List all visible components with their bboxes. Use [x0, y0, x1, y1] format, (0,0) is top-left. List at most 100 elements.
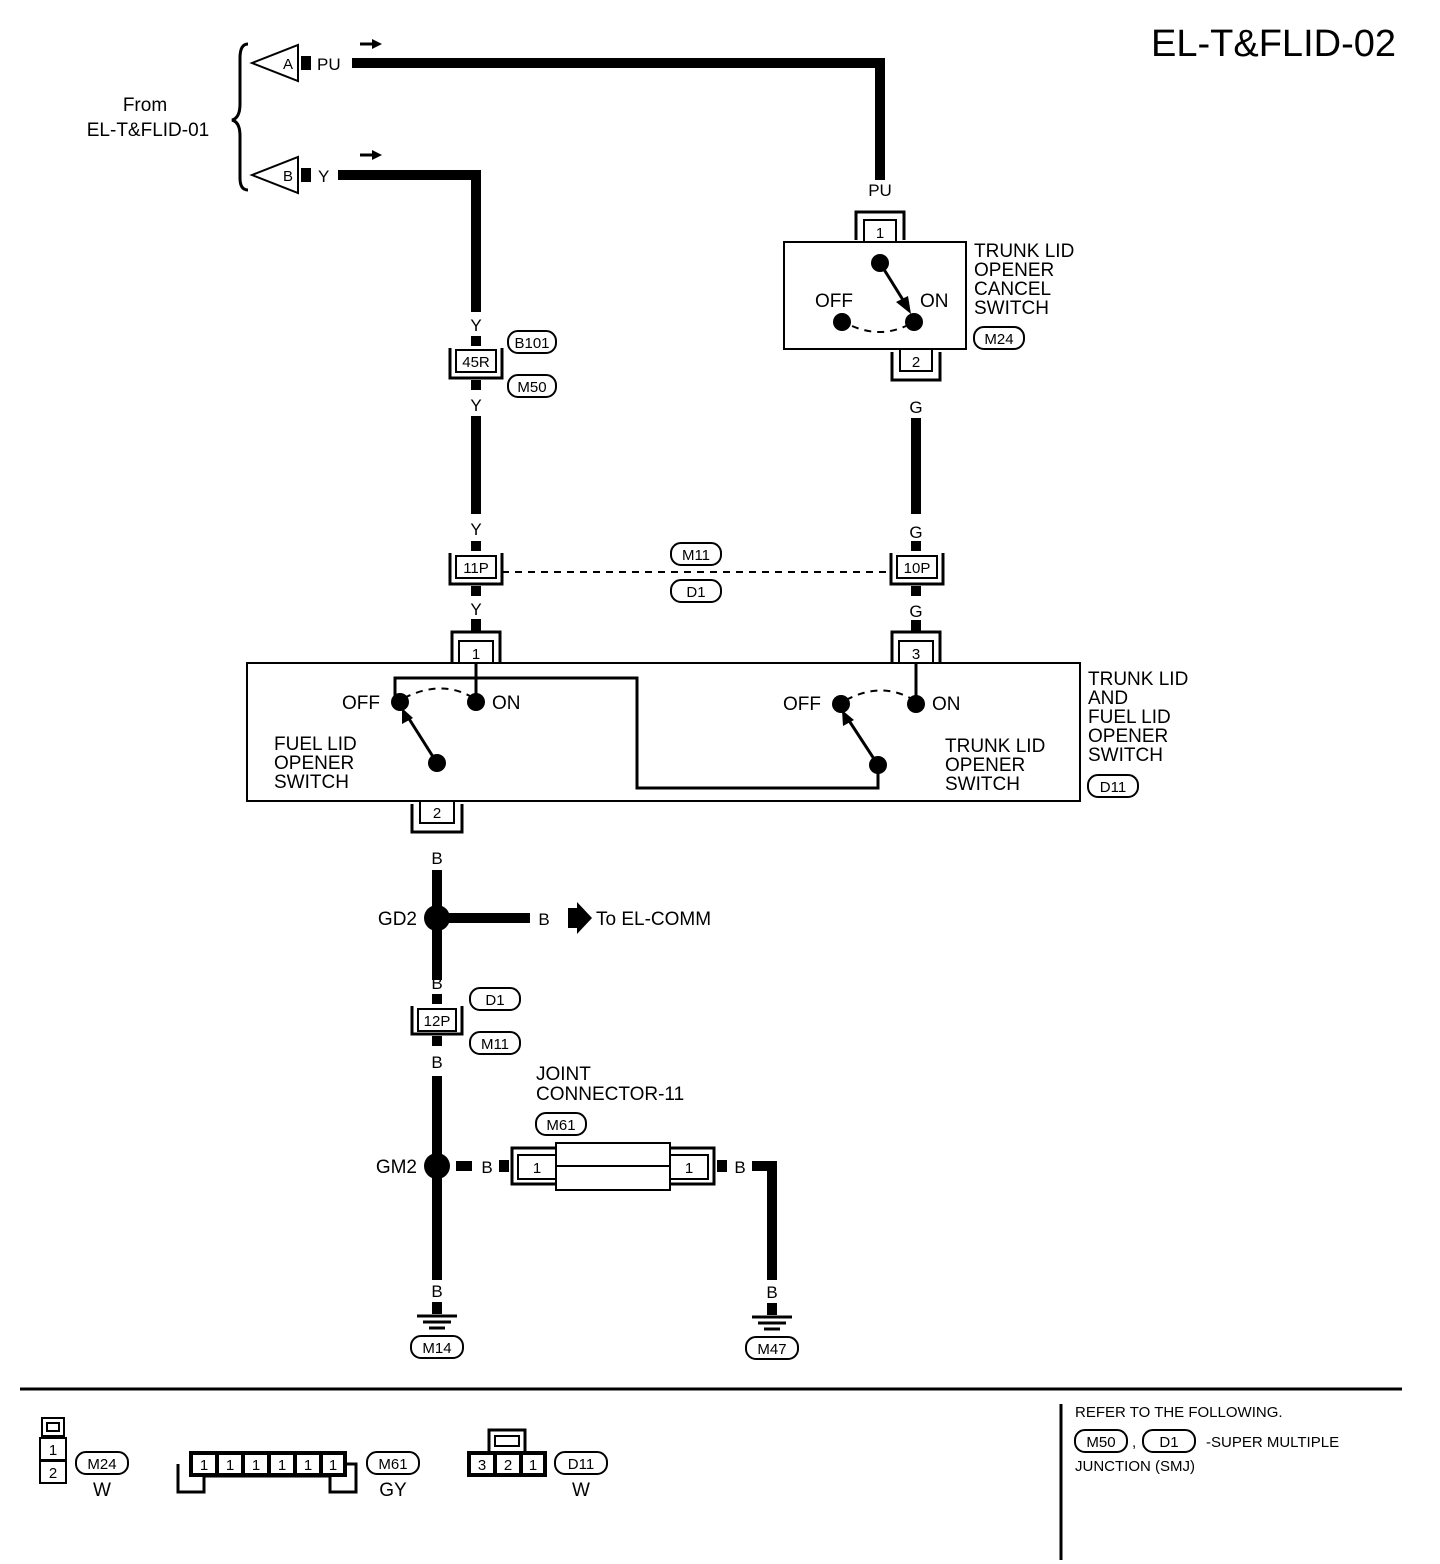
- fuel-switch-name-2: OPENER: [274, 753, 354, 774]
- cancel-switch-name-2: OPENER: [974, 260, 1054, 281]
- cancel-switch-pin-top: 1: [876, 225, 884, 242]
- cancel-switch-name-3: CANCEL: [974, 279, 1051, 300]
- legend-m61-pin-5: 1: [304, 1457, 312, 1474]
- input-b-letter: B: [283, 168, 293, 185]
- refer-code1: M50: [1086, 1434, 1115, 1451]
- from-sheet-label: EL-T&FLID-01: [87, 120, 209, 141]
- input-b-terminal: B Y: [249, 150, 382, 195]
- main-switch-name-5: SWITCH: [1088, 745, 1163, 766]
- wire-y-top: [338, 170, 481, 312]
- main-switch-name-4: OPENER: [1088, 726, 1168, 747]
- legend-d11-pin-3: 3: [478, 1457, 486, 1474]
- trunk-switch-off: OFF: [783, 694, 821, 715]
- legend-m24: 1 2 M24 W: [39, 1417, 129, 1501]
- main-switch-pin2: 2: [433, 805, 441, 822]
- legend-m61-code: M61: [378, 1456, 407, 1473]
- cancel-switch-off: OFF: [815, 291, 853, 312]
- legend-d11-pin-1: 1: [529, 1457, 537, 1474]
- wire-pu-label: PU: [868, 181, 892, 200]
- connector-10p: 10P: [889, 541, 945, 596]
- splice-gd2-label: GD2: [378, 909, 417, 930]
- ground-m14-code: M14: [422, 1340, 451, 1357]
- legend-m61-pin-1: 1: [200, 1457, 208, 1474]
- trunk-switch-name-3: SWITCH: [945, 774, 1020, 795]
- legend-m24-color: W: [93, 1480, 111, 1501]
- connector-11p: 11P: [448, 541, 504, 596]
- joint-pin-right: 1: [685, 1160, 693, 1177]
- legend-m61-pin-2: 1: [226, 1457, 234, 1474]
- refer-line3: JUNCTION (SMJ): [1075, 1458, 1195, 1475]
- wire-g-label-2: G: [909, 523, 922, 542]
- connector-10p-label: 10P: [904, 560, 931, 577]
- connector-45r-code1: B101: [514, 335, 549, 352]
- cancel-switch: 1 OFF ON 2 TRUNK LID OPENER CANCEL SWITC…: [783, 210, 1074, 382]
- wire-b-label-3: B: [431, 974, 442, 993]
- splice-gm2: GM2 B: [376, 1153, 493, 1179]
- legend-m24-pin1: 1: [49, 1442, 57, 1459]
- diagram-title: EL-T&FLID-02: [1151, 23, 1396, 65]
- legend-d11: 3 2 1 D11 W: [467, 1428, 608, 1501]
- connector-45r-code2: M50: [517, 379, 546, 396]
- connector-12p-label: 12P: [424, 1013, 451, 1030]
- wire-b-label-2: B: [538, 910, 549, 929]
- trunk-switch-on: ON: [932, 694, 961, 715]
- pair-code-top: M11: [682, 547, 710, 564]
- refer-line1: REFER TO THE FOLLOWING.: [1075, 1404, 1283, 1421]
- wire-g-label-3: G: [909, 602, 922, 621]
- wire-b-label-6: B: [734, 1158, 745, 1177]
- legend-m24-code: M24: [87, 1456, 116, 1473]
- connector-12p-code2: M11: [481, 1036, 509, 1053]
- main-switch: 1 3 OFF ON FUEL LID OPENER SWITCH OFF ON…: [246, 630, 1188, 834]
- legend-m61-pin-6: 1: [329, 1457, 337, 1474]
- wire-b-label-8: B: [766, 1283, 777, 1302]
- cancel-switch-code: M24: [984, 331, 1013, 348]
- fuel-switch-off: OFF: [342, 693, 380, 714]
- joint-pin-left: 1: [533, 1160, 541, 1177]
- splice-gd2: GD2 B To EL-COMM: [378, 902, 711, 934]
- connector-12p: 12P D1 M11: [410, 987, 521, 1055]
- arrow-right-icon: [568, 902, 592, 934]
- main-switch-pin1: 1: [472, 646, 480, 663]
- fuel-switch-name-1: FUEL LID: [274, 734, 357, 755]
- input-a-letter: A: [283, 56, 293, 73]
- connector-45r: 45R B101 M50: [448, 330, 557, 398]
- wire-y-label-1: Y: [470, 316, 481, 335]
- wire-y-label-2: Y: [470, 396, 481, 415]
- wire-y-label-4: Y: [470, 600, 481, 619]
- main-switch-pin3: 3: [912, 646, 920, 663]
- wire-b-label-4: B: [431, 1053, 442, 1072]
- cancel-switch-on: ON: [920, 291, 949, 312]
- main-switch-name-1: TRUNK LID: [1088, 669, 1188, 690]
- to-el-comm: To EL-COMM: [596, 909, 711, 930]
- pair-code-bottom: D1: [686, 584, 705, 601]
- legend-d11-code: D11: [568, 1456, 594, 1473]
- input-b-color: Y: [318, 167, 329, 186]
- legend-d11-color: W: [572, 1480, 590, 1501]
- legend-d11-pin-2: 2: [504, 1457, 512, 1474]
- cancel-switch-name-1: TRUNK LID: [974, 241, 1074, 262]
- refer-code2: D1: [1159, 1434, 1178, 1451]
- cancel-switch-name-4: SWITCH: [974, 298, 1049, 319]
- main-switch-name-3: FUEL LID: [1088, 707, 1171, 728]
- connector-11p-label: 11P: [463, 560, 489, 577]
- cancel-switch-pin-bottom: 2: [912, 354, 920, 371]
- wire-g-label-1: G: [909, 398, 922, 417]
- main-switch-name-2: AND: [1088, 688, 1128, 709]
- ground-m47: B M47: [745, 1283, 799, 1360]
- input-a-terminal: A PU: [249, 39, 382, 83]
- from-brace: From EL-T&FLID-01: [87, 42, 249, 192]
- wire-b-label-7: B: [431, 1282, 442, 1301]
- connector-12p-code1: D1: [485, 992, 504, 1009]
- joint-name-1: JOINT: [536, 1064, 591, 1085]
- main-switch-code: D11: [1100, 779, 1126, 796]
- refer-note: REFER TO THE FOLLOWING. M50 , D1 -SUPER …: [1074, 1404, 1339, 1475]
- connector-45r-label: 45R: [462, 354, 490, 371]
- joint-connector: JOINT CONNECTOR-11 M61 1 1 B: [499, 1064, 746, 1191]
- refer-sep: ,: [1132, 1434, 1136, 1451]
- trunk-switch-name-1: TRUNK LID: [945, 736, 1045, 757]
- input-a-color: PU: [317, 55, 341, 74]
- wire-b-label-1: B: [431, 849, 442, 868]
- fuel-switch-on: ON: [492, 693, 521, 714]
- wire-y-label-3: Y: [470, 520, 481, 539]
